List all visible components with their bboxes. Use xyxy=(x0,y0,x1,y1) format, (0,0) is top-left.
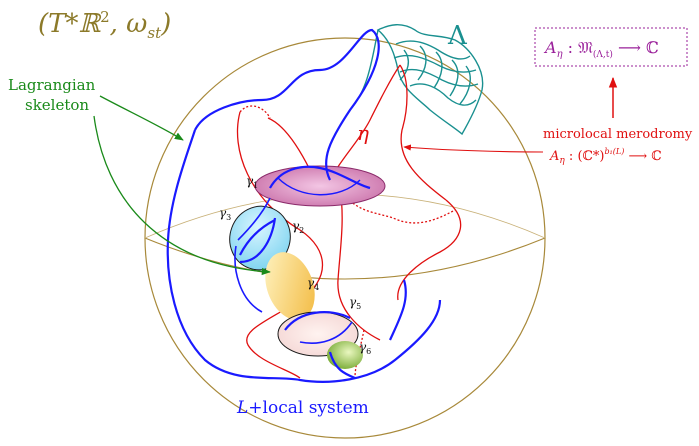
title-sup: 2 xyxy=(100,8,110,26)
ambient-sphere xyxy=(144,37,546,439)
gamma1-region xyxy=(254,165,386,207)
microlocal-line1: microlocal merodromy xyxy=(543,127,693,142)
lambda-label: Λ xyxy=(447,21,468,51)
local-system-label: L+local system xyxy=(236,398,369,418)
skeleton-arrow-upper xyxy=(99,95,184,141)
gamma6-region xyxy=(327,341,363,369)
gamma5-label: γ5 xyxy=(349,295,361,311)
sphere-equator-front xyxy=(144,237,546,280)
gamma4-region xyxy=(265,252,315,320)
title-sep: , ω xyxy=(110,9,148,39)
legendrian-knot xyxy=(349,24,484,136)
title: (T*ℝ2, ωst) xyxy=(38,8,171,42)
eta-label: η xyxy=(357,121,369,145)
lagrangian-skeleton xyxy=(166,28,442,383)
title-main: (T*ℝ xyxy=(38,9,101,39)
gamma1-label: γ1 xyxy=(246,174,258,190)
lagrangian-label-line1: Lagrangian xyxy=(8,76,96,94)
microlocal-to-eta-arrow xyxy=(403,144,544,153)
moduli-map-text: Aη : 𝔐(Λ,t) ⟶ ℂ xyxy=(543,38,659,60)
gamma3-label: γ3 xyxy=(219,206,231,222)
lagrangian-label-line2: skeleton xyxy=(25,96,89,114)
gamma2-label: γ2 xyxy=(292,219,304,235)
title-sub: st xyxy=(147,24,162,42)
title-close: ) xyxy=(160,9,171,39)
microlocal-line2: Aη : (ℂ*)b₁(L) ⟶ ℂ xyxy=(549,147,662,166)
moduli-box xyxy=(534,27,688,67)
gamma4-label: γ4 xyxy=(307,276,319,292)
skeleton-arrow-lower xyxy=(93,115,271,276)
gamma6-label: γ6 xyxy=(359,340,371,356)
